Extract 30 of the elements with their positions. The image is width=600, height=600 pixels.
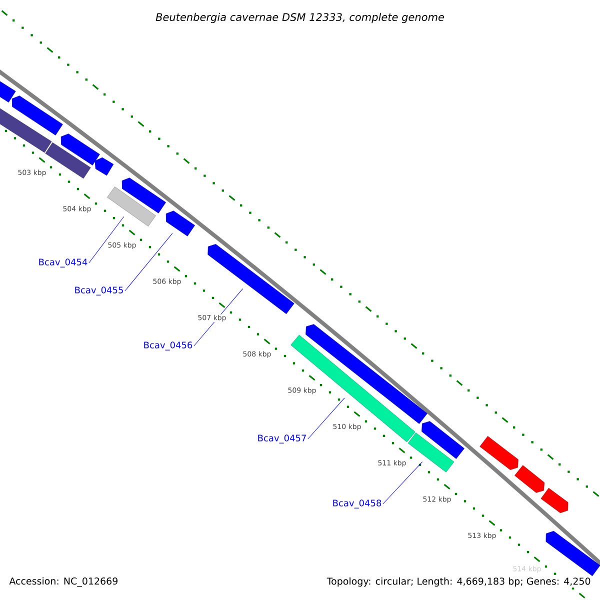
gene-feature [166, 210, 195, 236]
gene-feature [122, 178, 166, 214]
gene-label: Bcav_0455 [75, 286, 123, 296]
leader-line [88, 216, 124, 264]
gene-label: Bcav_0458 [333, 500, 382, 508]
leader-line [194, 288, 243, 346]
gene-label: Bcav_0454 [39, 258, 88, 268]
gene-feature [208, 244, 294, 314]
gene-feature [60, 134, 100, 166]
leader-line [382, 462, 423, 504]
leader-line [308, 398, 345, 440]
gene-feature [546, 530, 600, 576]
title: Beutenbergia cavernae DSM 12333, complete genome [154, 12, 446, 24]
gene-bar [0, 107, 52, 153]
gene-bar [45, 142, 91, 179]
gene-feature [12, 96, 63, 136]
gene-bar [107, 186, 156, 226]
leader-line [124, 233, 173, 292]
footer-text: Topology: circular; Length: 4,669,183 bp; Genes: 4,250 [326, 576, 592, 588]
gene-feature [540, 488, 568, 514]
gene-feature [422, 421, 464, 459]
gene-feature [0, 80, 16, 102]
gene-feature [94, 157, 114, 176]
gene-bar [408, 432, 454, 472]
gene-label: Bcav_0456 [144, 342, 192, 350]
gene-label: Bcav_0457 [258, 434, 306, 444]
footer-text: Accession: NC_012669 [9, 577, 118, 587]
gene-feature [306, 324, 428, 424]
gene-feature [514, 465, 544, 493]
gene-feature [480, 436, 518, 470]
